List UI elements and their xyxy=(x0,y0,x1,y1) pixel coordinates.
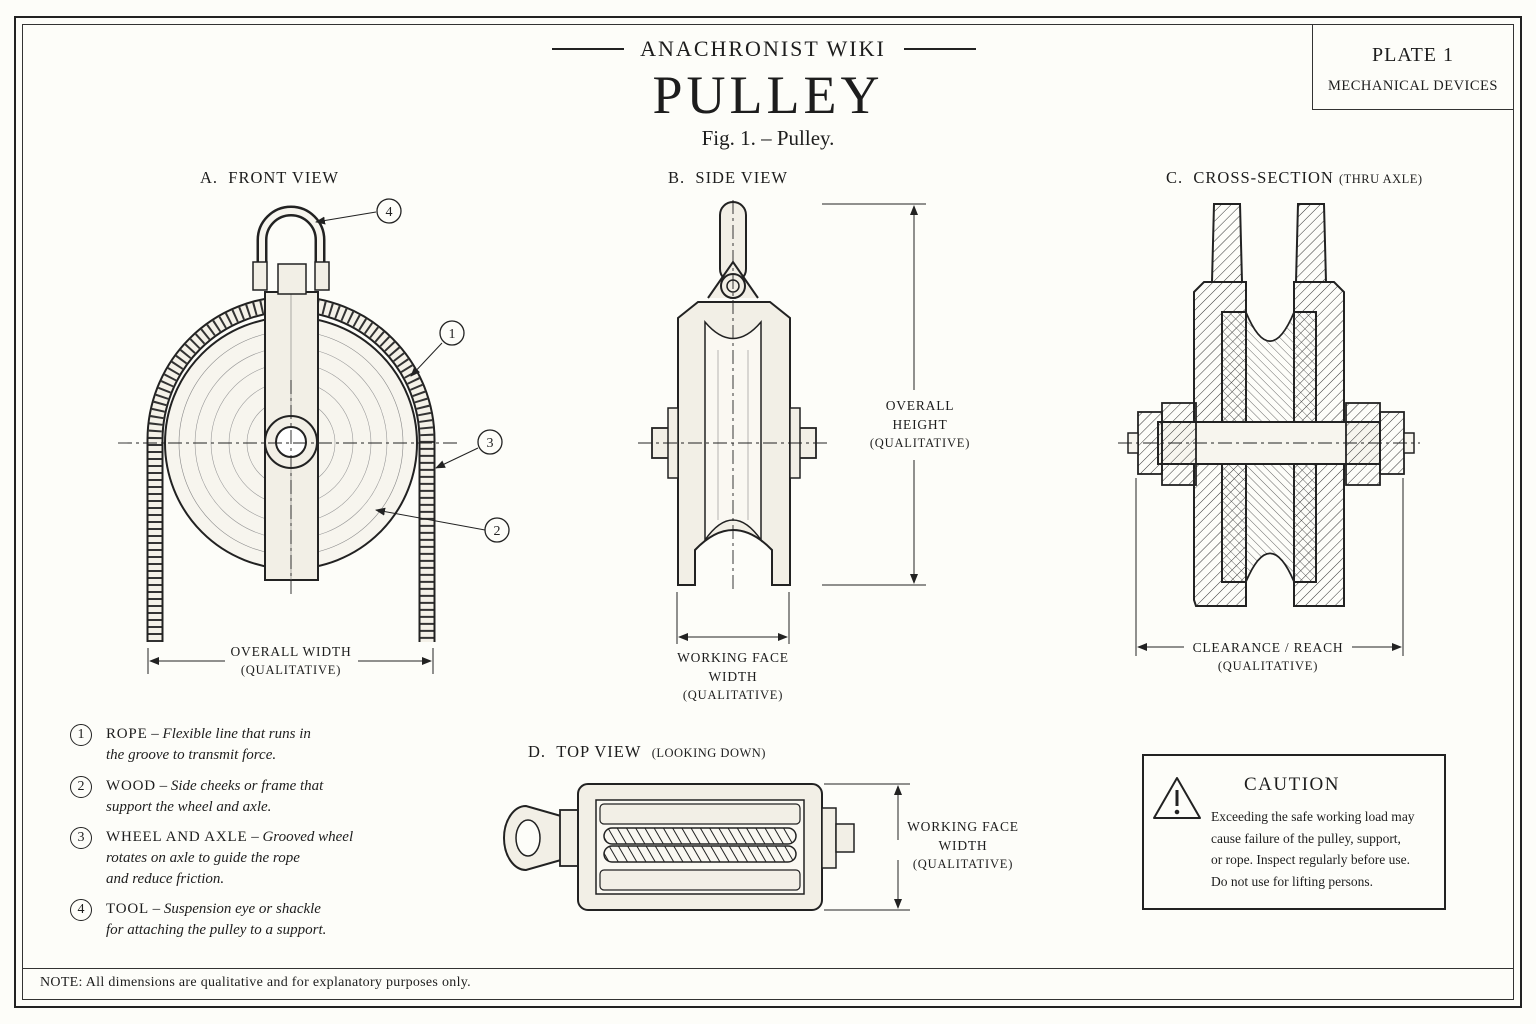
top-dimension-qualifier: (QUALITATIVE) xyxy=(912,857,1014,871)
callout-1 xyxy=(439,320,465,346)
footer-note: NOTE: All dimensions are qualitative and… xyxy=(40,975,471,990)
side-view-name: SIDE VIEW xyxy=(695,168,788,187)
wiki-name: ANACHRONIST WIKI xyxy=(640,36,886,61)
legend-desc-line1: Suspension eye or shackle xyxy=(163,901,321,917)
front-dimension-qualifier: (QUALITATIVE) xyxy=(240,663,342,677)
front-dimension-text: OVERALL WIDTH xyxy=(230,644,352,659)
warning-icon xyxy=(1153,777,1201,819)
top-view-letter: D. xyxy=(528,742,547,761)
front-view-title: A. FRONT VIEW xyxy=(200,168,339,188)
side-width-qualifier: (QUALITATIVE) xyxy=(682,688,784,702)
legend-item-wood: 2 WOOD – Side cheeks or frame that suppo… xyxy=(70,776,410,818)
legend-desc-line1: Side cheeks or frame that xyxy=(170,778,324,794)
right-prong xyxy=(1294,203,1328,283)
top-dimension-line1: WORKING FACE xyxy=(907,819,1019,834)
callout-2-label: 2 xyxy=(494,524,501,539)
legend-item-wheel-and-axle: 3 WHEEL AND AXLE – Grooved wheel rotates… xyxy=(70,827,410,890)
side-height-line1: OVERALL xyxy=(885,398,955,413)
callout-1-label: 1 xyxy=(449,327,456,342)
legend-term: ROPE xyxy=(106,726,148,742)
side-width-line2: WIDTH xyxy=(708,669,758,684)
plate-number: PLATE 1 xyxy=(1372,44,1454,66)
callout-4-label: 4 xyxy=(386,205,393,220)
left-prong xyxy=(1210,203,1244,283)
cross-section-drawing xyxy=(1118,203,1420,656)
legend-item-rope: 1 ROPE – Flexible line that runs in the … xyxy=(70,724,410,766)
side-width-line1: WORKING FACE xyxy=(677,650,789,665)
legend-desc-line2: rotates on axle to guide the rope xyxy=(106,850,300,866)
legend-desc-line3: and reduce friction. xyxy=(106,871,225,887)
legend-term: TOOL xyxy=(106,901,149,917)
legend-num: 1 xyxy=(70,724,92,746)
top-view-title: D. TOP VIEW (LOOKING DOWN) xyxy=(528,742,766,762)
legend-num: 3 xyxy=(70,827,92,849)
front-dimension-label: OVERALL WIDTH (QUALITATIVE) xyxy=(200,642,382,680)
side-view-title: B. SIDE VIEW xyxy=(668,168,788,188)
callout-2 xyxy=(484,517,510,543)
caution-title: CAUTION xyxy=(1244,774,1340,795)
legend-item-tool: 4 TOOL – Suspension eye or shackle for a… xyxy=(70,899,410,941)
caution-line4: Do not use for lifting persons. xyxy=(1211,873,1373,889)
callout-3-label: 3 xyxy=(487,436,494,451)
top-dimension-line2: WIDTH xyxy=(938,838,988,853)
cross-section-dimension-label: CLEARANCE / REACH (QUALITATIVE) xyxy=(1180,638,1356,676)
plate-box xyxy=(1312,24,1514,110)
cross-section-name: CROSS-SECTION xyxy=(1193,168,1334,187)
top-dimension-label: WORKING FACE WIDTH (QUALITATIVE) xyxy=(900,817,1026,874)
callout-4 xyxy=(376,198,402,224)
note-divider xyxy=(22,968,1514,969)
top-rope-lower xyxy=(603,845,797,863)
front-view-name: FRONT VIEW xyxy=(228,168,339,187)
side-view-drawing xyxy=(638,200,926,644)
title-rule-right xyxy=(904,48,976,50)
front-view-drawing xyxy=(118,198,510,674)
legend-desc-line2: the groove to transmit force. xyxy=(106,747,277,763)
outer-border xyxy=(14,16,1522,1008)
caution-box xyxy=(1142,754,1446,910)
page-title: PULLEY xyxy=(652,65,884,125)
top-view-drawing xyxy=(503,783,910,911)
cross-section-subtitle: (THRU AXLE) xyxy=(1338,172,1423,186)
cross-section-letter: C. xyxy=(1166,168,1184,187)
top-view-name: TOP VIEW xyxy=(556,742,642,761)
legend-term: WHEEL AND AXLE xyxy=(106,829,248,845)
callout-3 xyxy=(477,429,503,455)
legend-desc-line1: Grooved wheel xyxy=(262,829,354,845)
top-view-subtitle: (LOOKING DOWN) xyxy=(651,746,766,760)
caution-line2: cause failure of the pulley, support, xyxy=(1211,830,1401,846)
front-view-letter: A. xyxy=(200,168,219,187)
caution-text: Exceeding the safe working load may caus… xyxy=(1211,806,1441,892)
inner-border xyxy=(22,24,1514,1000)
title-rule-left xyxy=(552,48,624,50)
figure-caption: Fig. 1. – Pulley. xyxy=(701,126,835,150)
side-height-qualifier: (QUALITATIVE) xyxy=(869,436,971,450)
side-view-letter: B. xyxy=(668,168,686,187)
side-width-dimension-label: WORKING FACE WIDTH (QUALITATIVE) xyxy=(650,648,816,705)
caution-line3: or rope. Inspect regularly before use. xyxy=(1211,852,1411,867)
caution-line1: Exceeding the safe working load may xyxy=(1211,809,1415,824)
legend-num: 4 xyxy=(70,899,92,921)
cross-section-title: C. CROSS-SECTION (THRU AXLE) xyxy=(1166,168,1423,188)
cross-section-dimension-qualifier: (QUALITATIVE) xyxy=(1217,659,1319,673)
legend-desc-line1: Flexible line that runs in xyxy=(162,726,311,742)
cross-section-dimension-text: CLEARANCE / REACH xyxy=(1192,640,1344,655)
top-rope-upper xyxy=(603,827,797,845)
side-height-dimension-label: OVERALL HEIGHT (QUALITATIVE) xyxy=(860,396,980,453)
side-height-line2: HEIGHT xyxy=(892,417,948,432)
legend-desc-line2: support the wheel and axle. xyxy=(106,799,272,815)
legend-term: WOOD xyxy=(106,778,156,794)
legend-desc-line2: for attaching the pulley to a support. xyxy=(106,922,327,938)
legend-num: 2 xyxy=(70,776,92,798)
plate-category: MECHANICAL DEVICES xyxy=(1328,78,1498,94)
